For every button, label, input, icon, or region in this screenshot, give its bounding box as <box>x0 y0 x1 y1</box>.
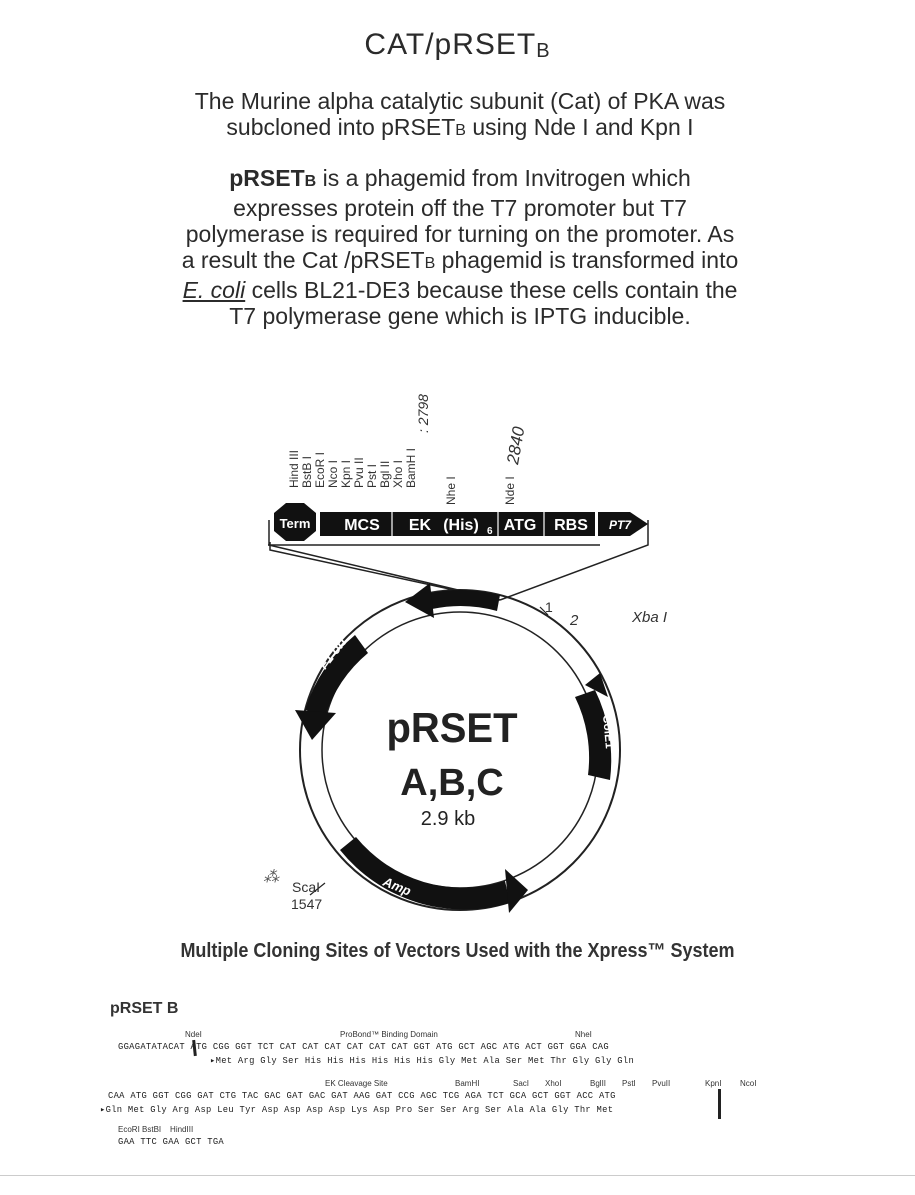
handwritten-xba: Xba I <box>631 609 667 626</box>
handwritten-mark: ⁂ <box>263 868 280 886</box>
label-bglii: BglII <box>590 1079 607 1088</box>
promoter-arrow <box>598 512 648 536</box>
scai-position: 1547 <box>291 896 322 912</box>
f1-ori-arc <box>305 635 368 717</box>
page-edge <box>0 1175 915 1176</box>
handwritten-bamhi-position: : 2798 <box>415 394 431 433</box>
site-ecori: EcoR I <box>313 452 327 488</box>
handwritten-one: 1 <box>545 599 553 615</box>
expression-cassette-bar <box>320 512 595 536</box>
mcs-section-title: Multiple Cloning Sites of Vectors Used w… <box>180 940 735 962</box>
handwritten-cut-mark <box>718 1089 721 1119</box>
site-psti: Pst I <box>365 464 379 488</box>
site-xhoi: Xho I <box>391 460 405 488</box>
label-nhei: NheI <box>575 1030 592 1039</box>
aa-row-2: ▸Gln Met Gly Arg Asp Leu Tyr Asp Asp Asp… <box>100 1105 614 1115</box>
svg-text:6: 6 <box>487 526 493 537</box>
site-ndei: Nde I <box>503 476 517 505</box>
label-pvuii: PvuII <box>652 1079 671 1088</box>
plasmid-size: 2.9 kb <box>421 808 475 830</box>
handwritten-ndei-position: 2840 <box>503 425 529 467</box>
expression-arc <box>430 590 500 611</box>
atg-box-label: ATG <box>504 517 537 534</box>
page-title: CAT/pRSETB <box>364 28 551 62</box>
ek-box-label: EK <box>409 517 432 534</box>
label-bamhi: BamHI <box>455 1079 480 1088</box>
mcs-box-label: MCS <box>344 517 380 534</box>
term-label: Term <box>280 516 311 531</box>
intro-paragraph: The Murine alpha catalytic subunit (Cat)… <box>194 88 726 140</box>
site-bstbi: BstB I <box>300 456 314 488</box>
plasmid-outer-circle <box>299 589 621 911</box>
label-ndei: NdeI <box>185 1030 202 1039</box>
aa-row-1: ▸Met Arg Gly Ser His His His His His His… <box>210 1056 635 1066</box>
site-ncoi: Nco I <box>326 460 340 488</box>
plasmid-variants: A,B,C <box>400 762 503 804</box>
plasmid-map: Hind III BstB I EcoR I Nco I Kpn I Pvu I… <box>263 394 667 913</box>
pt7-label: PT7 <box>609 518 632 532</box>
label-ek: EK Cleavage Site <box>325 1079 388 1088</box>
handwritten-two: 2 <box>569 612 579 629</box>
site-pvuii: Pvu II <box>352 457 366 488</box>
site-nhei: Nhe I <box>444 476 458 505</box>
scai-label: ScaI <box>292 879 320 895</box>
rbs-box-label: RBS <box>554 517 588 534</box>
site-hindiii: Hind III <box>287 450 301 488</box>
site-kpni: Kpn I <box>339 460 353 488</box>
label-kpni: KpnI <box>705 1079 722 1088</box>
label-ncoi: NcoI <box>740 1079 757 1088</box>
label-xhoi: XhoI <box>545 1079 562 1088</box>
terminator-octagon <box>274 503 316 541</box>
cole1-arc <box>575 690 612 780</box>
site-bglii: Bgl II <box>378 461 392 488</box>
label-probond: ProBond™ Binding Domain <box>340 1030 438 1039</box>
label-psti: PstI <box>622 1079 636 1088</box>
description-paragraph: pRSETB is a phagemid from Invitrogen whi… <box>181 165 739 329</box>
label-ecori-bstbi: EcoRI BstBI HindIII <box>118 1125 194 1134</box>
amp-arc <box>340 837 510 910</box>
plasmid-name: pRSET <box>386 704 517 751</box>
vector-name: pRSET B <box>110 1000 179 1017</box>
his-box-label: (His) <box>443 517 479 534</box>
dna-row-2: CAA ATG GGT CGG GAT CTG TAC GAC GAT GAC … <box>108 1091 616 1101</box>
dna-row-1: GGAGATATACAT ATG CGG GGT TCT CAT CAT CAT… <box>118 1042 609 1052</box>
site-bamhi: BamH I <box>404 448 418 488</box>
label-saci: SacI <box>513 1079 530 1088</box>
dna-row-3: GAA TTC GAA GCT TGA <box>118 1137 225 1147</box>
cole1-label: ColE1 <box>600 714 617 749</box>
